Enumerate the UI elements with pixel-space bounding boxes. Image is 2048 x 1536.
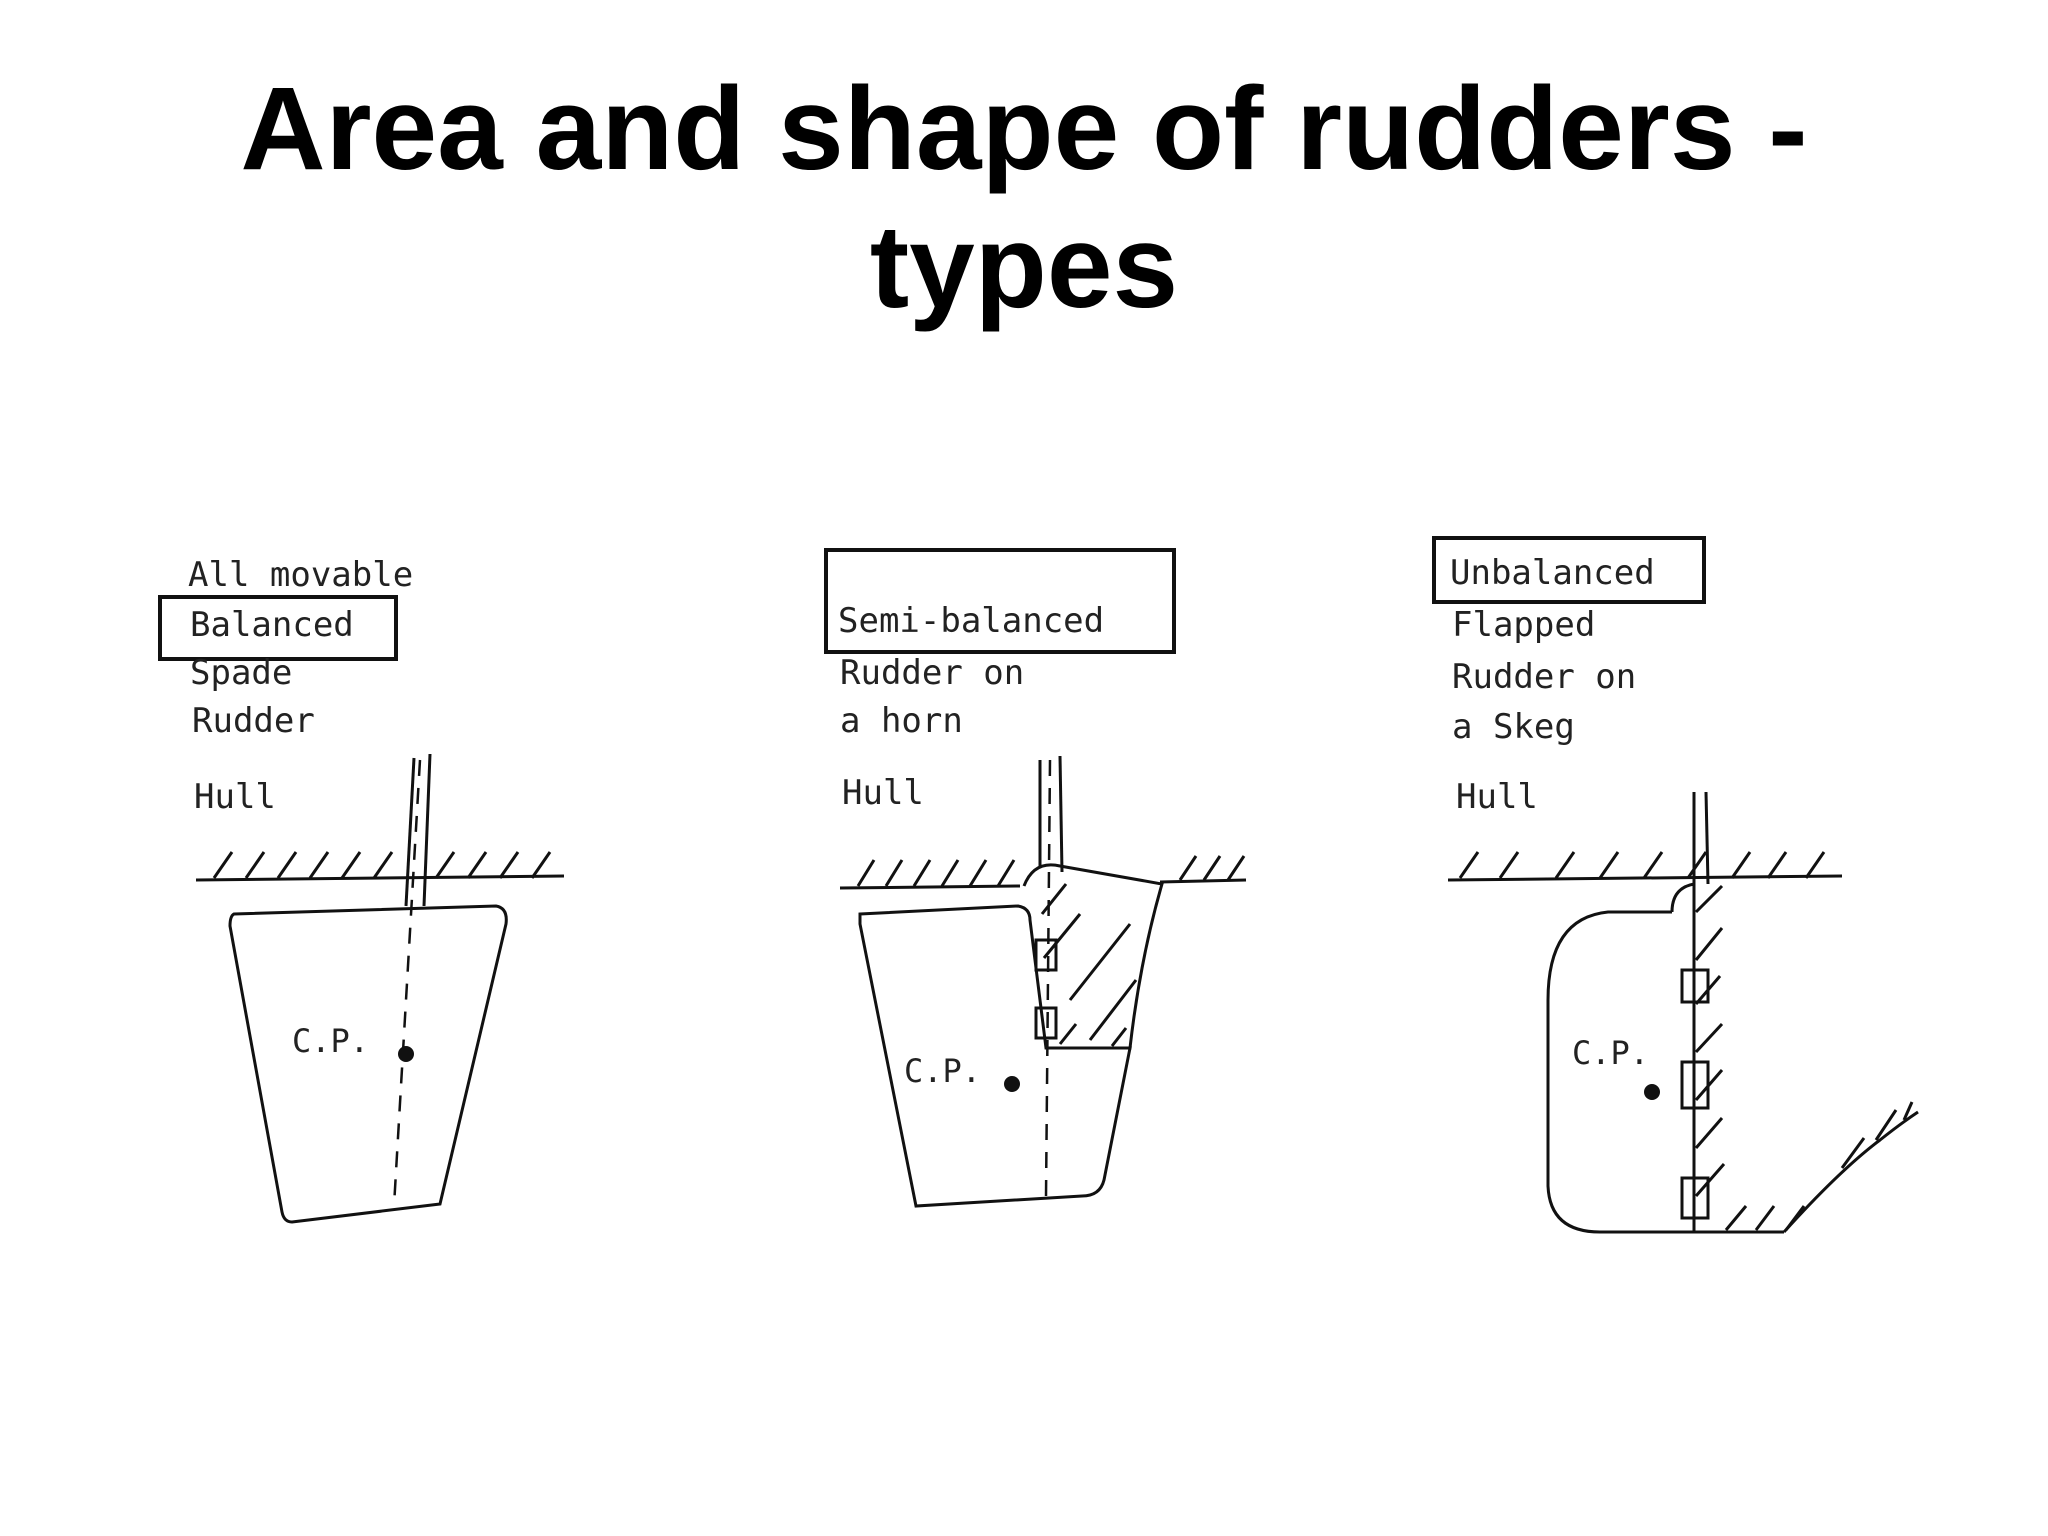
skeg-hatching bbox=[1694, 884, 1806, 1231]
spade-stock-right bbox=[422, 753, 432, 907]
title-line-2: types bbox=[869, 201, 1179, 333]
title-line-1: Area and shape of rudders - bbox=[240, 63, 1808, 195]
skeg-cp-label: C.P. bbox=[1572, 1034, 1649, 1072]
spade-rudder-blade bbox=[228, 904, 508, 1224]
skeg-stock-right bbox=[1704, 791, 1710, 885]
skeg-rudder-hull-label: Hull bbox=[1456, 777, 1538, 817]
spade-rudder-label-line-4: Rudder bbox=[192, 701, 315, 741]
skeg-rudder-label-line-4: a Skeg bbox=[1452, 707, 1575, 747]
spade-hull-hatching bbox=[212, 851, 552, 879]
horn-hull-line-left bbox=[839, 884, 1021, 890]
spade-stock-axis bbox=[392, 759, 422, 1207]
horn-rudder-label-line-1: Semi-balanced bbox=[838, 601, 1104, 641]
skeg-rudder-label-line-3: Rudder on bbox=[1452, 657, 1636, 697]
horn-pintle-lower bbox=[1034, 1006, 1058, 1040]
horn-hull-line-right bbox=[1159, 878, 1247, 884]
spade-rudder-label-line-2: Balanced bbox=[190, 605, 354, 645]
skeg-hull-curve-hatching bbox=[1840, 1101, 1914, 1169]
horn-rudder-diagram: Semi-balanced Rudder on a horn Hull bbox=[824, 548, 1247, 1208]
skeg-rudder-label-line-2: Flapped bbox=[1452, 605, 1595, 645]
skeg-hull-hatching bbox=[1458, 851, 1826, 879]
spade-cp-dot bbox=[398, 1046, 414, 1062]
spade-cp-label: C.P. bbox=[292, 1022, 369, 1060]
horn-outline bbox=[1022, 863, 1164, 1050]
unbalanced-highlight-box bbox=[1432, 536, 1706, 604]
spade-rudder-label-line-3: Spade bbox=[190, 653, 292, 693]
horn-hull-hatching bbox=[856, 855, 1246, 887]
skeg-cp-dot bbox=[1644, 1084, 1660, 1100]
semi-balanced-highlight-box bbox=[824, 548, 1176, 654]
horn-rudder-label-line-3: a horn bbox=[840, 701, 963, 741]
horn-rudder-hull-label: Hull bbox=[842, 773, 924, 813]
skeg-pintle-2 bbox=[1680, 1060, 1710, 1110]
horn-stock-axis bbox=[1044, 759, 1052, 1197]
horn-stock-right bbox=[1058, 755, 1064, 873]
balanced-highlight-box bbox=[158, 595, 398, 661]
skeg-rudder-diagram: Unbalanced Flapped Rudder on a Skeg Hull bbox=[1432, 536, 1919, 1234]
skeg-rudder-blade bbox=[1546, 910, 1694, 1234]
horn-pintle-upper bbox=[1034, 938, 1058, 972]
spade-rudder-label-line-1: All movable bbox=[188, 555, 413, 595]
skeg-rudder-label-line-1: Unbalanced bbox=[1450, 553, 1655, 593]
horn-hatching bbox=[1040, 883, 1138, 1047]
slide-title: Area and shape of rudders - types bbox=[0, 60, 2048, 336]
skeg-pintle-1 bbox=[1680, 968, 1710, 1004]
horn-rudder-blade bbox=[858, 904, 1132, 1208]
spade-hull-line bbox=[195, 874, 565, 882]
spade-rudder-diagram: All movable Balanced Spade Rudder Hull C… bbox=[158, 555, 565, 1224]
horn-cp-dot bbox=[1004, 1076, 1020, 1092]
horn-rudder-label-line-2: Rudder on bbox=[840, 653, 1024, 693]
spade-stock-left bbox=[404, 757, 416, 907]
skeg-pintle-3 bbox=[1680, 1176, 1710, 1220]
horn-cp-label: C.P. bbox=[904, 1052, 981, 1090]
spade-rudder-hull-label: Hull bbox=[194, 777, 276, 817]
skeg-hull-curve bbox=[1782, 1110, 1919, 1234]
